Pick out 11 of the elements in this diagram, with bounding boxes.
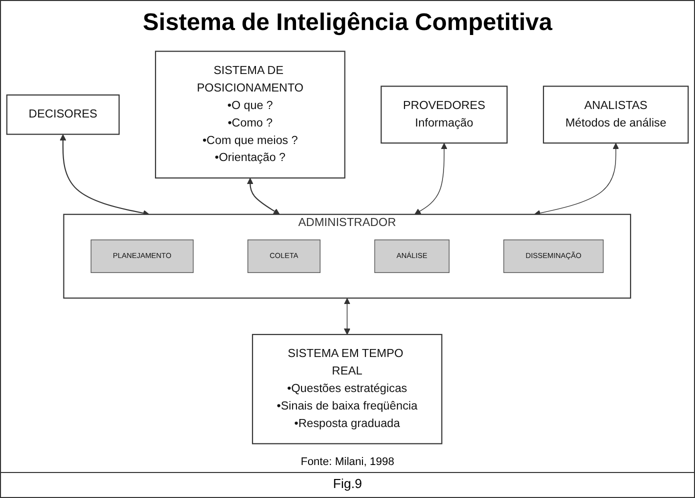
node-box: ANALISTAS Métodos de análise: [542, 86, 689, 144]
arrow: [414, 143, 448, 215]
arrow: [246, 178, 280, 215]
node-box: SISTEMA DE POSICIONAMENTO •O que ? •Como ? •Com que meios ? •Orientação ?: [154, 50, 346, 179]
node-box: PROVEDORES Informação: [380, 86, 508, 144]
diagram-title: Sistema de Inteligência Competitiva: [142, 9, 552, 37]
source-note: Fonte: Milani, 1998: [300, 456, 394, 468]
figure-caption: Fig.9: [1, 472, 694, 491]
node-box: DECISORES: [6, 94, 120, 135]
node-box: SISTEMA EM TEMPO REAL •Questões estratégicas •Sinais de baixa freqüência •Resposta graduada: [252, 334, 442, 444]
arrow: [344, 298, 350, 335]
